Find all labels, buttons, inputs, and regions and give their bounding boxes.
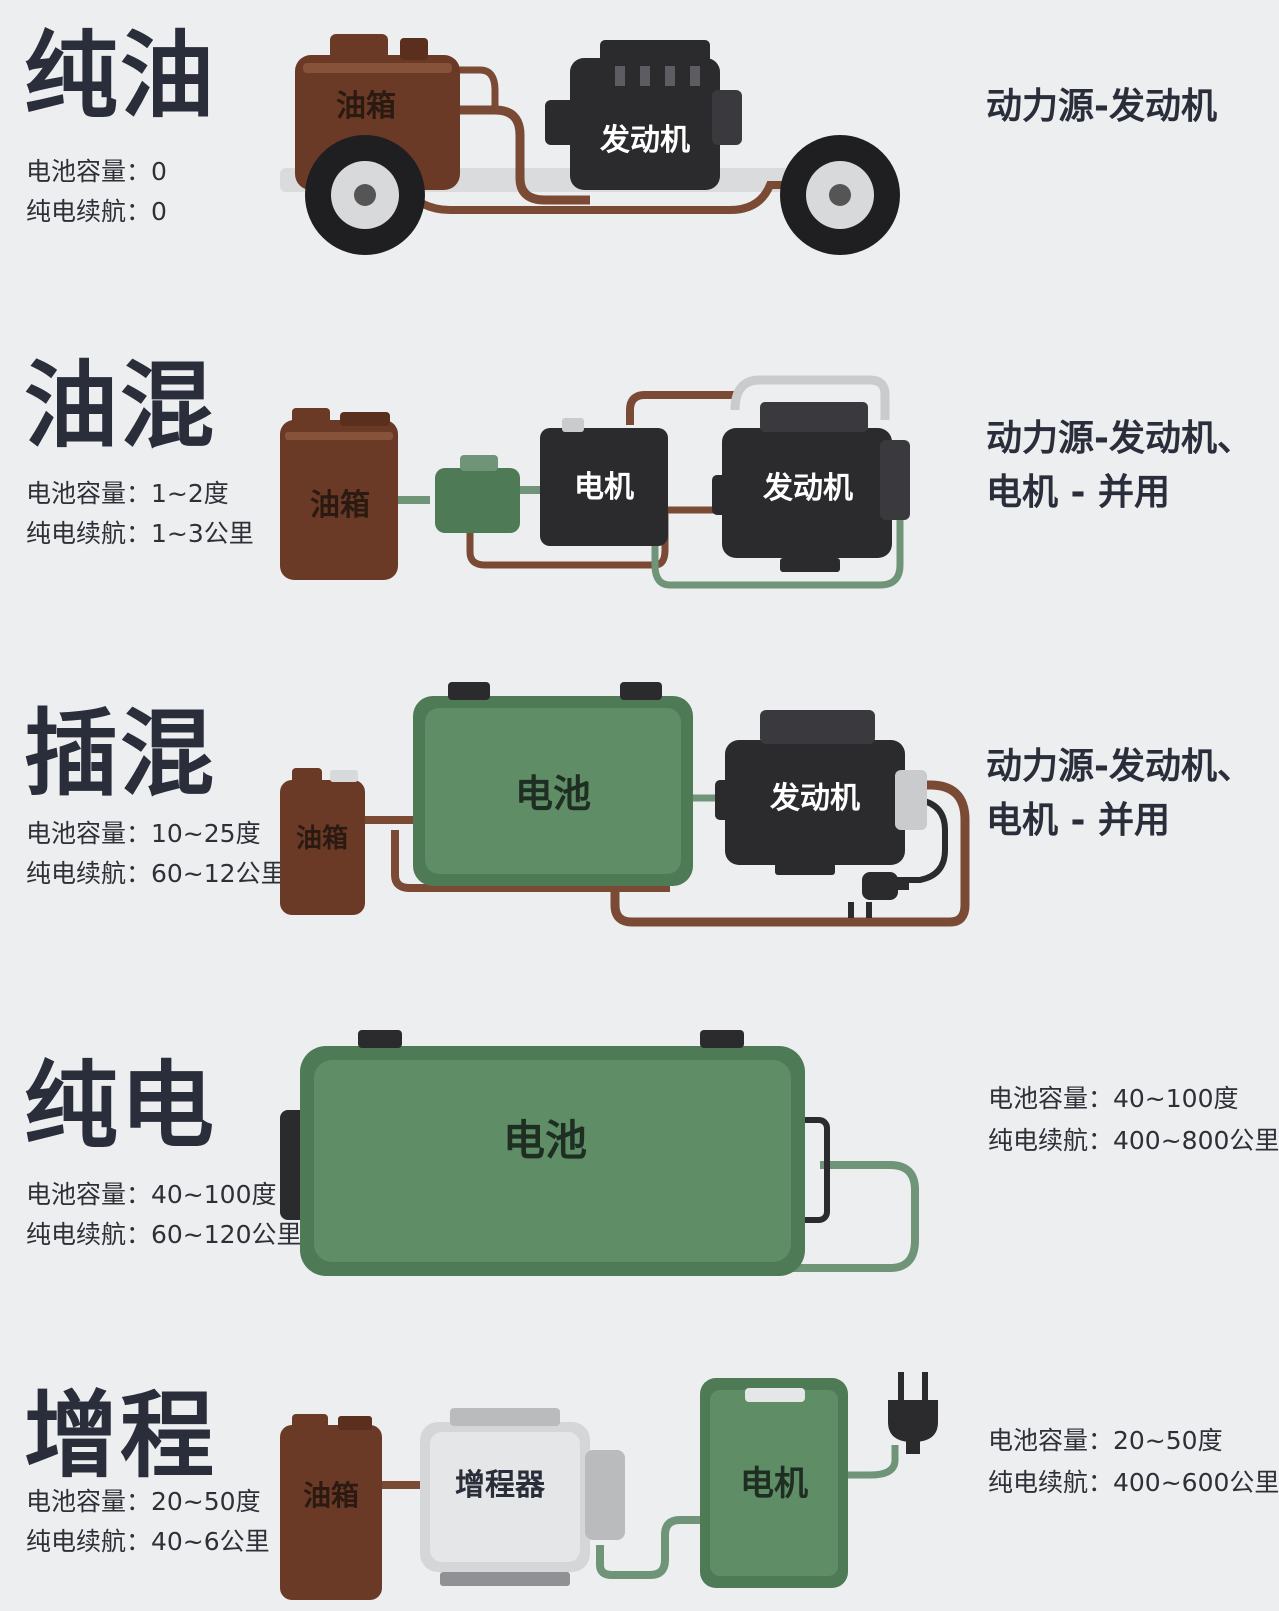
motor-label: 电机 xyxy=(740,1464,808,1504)
battery-icon xyxy=(413,682,693,886)
electric-range: 纯电续航：60~12公里 xyxy=(26,859,286,888)
plug-icon xyxy=(848,872,909,918)
battery-capacity: 电池容量：1~2度 xyxy=(26,479,229,508)
section-hybrid: 油混 电池容量：1~2度 纯电续航：1~3公里 油箱 电机 xyxy=(0,340,1260,620)
engine-label: 发动机 xyxy=(599,123,690,158)
section-title: 插混 xyxy=(24,700,217,809)
hybrid-diagram: 油箱 电机 发动机 xyxy=(280,375,910,589)
engine-icon xyxy=(545,40,742,190)
section-specs: 电池容量：10~25度 纯电续航：60~12公里 xyxy=(26,814,286,894)
side-specs: 电池容量：40~100度 纯电续航：400~800公里 xyxy=(988,1078,1279,1162)
electric-range: 纯电续航：400~800公里 xyxy=(988,1126,1279,1155)
range-extender-icon xyxy=(420,1408,625,1586)
battery-label: 电池 xyxy=(515,772,591,816)
motor-label: 电机 xyxy=(574,470,634,505)
battery-capacity: 电池容量：40~100度 xyxy=(988,1084,1239,1113)
fuel-tank-icon xyxy=(280,768,365,915)
power-source: 动力源-发动机 xyxy=(986,80,1217,134)
electric-range: 纯电续航：400~600公里 xyxy=(988,1468,1279,1497)
section-specs: 电池容量：20~50度 纯电续航：40~6公里 xyxy=(26,1482,270,1562)
section-title: 纯油 xyxy=(24,22,217,131)
section-specs: 电池容量：0 纯电续航：0 xyxy=(26,152,167,232)
section-title: 增程 xyxy=(24,1382,217,1491)
section-title: 纯电 xyxy=(24,1052,217,1161)
engine-icon xyxy=(715,710,927,875)
electric-range: 纯电续航：0 xyxy=(26,197,167,226)
power-source-line: 动力源-发动机、 xyxy=(986,746,1253,787)
section-title: 油混 xyxy=(24,352,217,461)
battery-capacity: 电池容量：40~100度 xyxy=(26,1180,277,1209)
section-specs: 电池容量：40~100度 纯电续航：60~120公里 xyxy=(26,1175,301,1255)
battery-capacity: 电池容量：20~50度 xyxy=(26,1487,261,1516)
motor-icon xyxy=(540,418,668,546)
engine-label: 发动机 xyxy=(762,471,853,506)
power-source: 动力源-发动机、 电机 - 并用 xyxy=(986,412,1253,520)
section-range-extender: 增程 电池容量：20~50度 纯电续航：40~6公里 油箱 增程器 xyxy=(0,1370,1279,1611)
pure-fuel-diagram: 油箱 发动机 xyxy=(280,34,900,255)
battery-label: 电池 xyxy=(503,1116,587,1165)
power-source: 动力源-发动机、 电机 - 并用 xyxy=(986,740,1253,848)
section-specs: 电池容量：1~2度 纯电续航：1~3公里 xyxy=(26,474,254,554)
engine-label: 发动机 xyxy=(769,781,860,816)
power-source-line: 电机 - 并用 xyxy=(986,800,1171,841)
side-specs: 电池容量：20~50度 纯电续航：400~600公里 xyxy=(988,1420,1279,1504)
fuel-tank-icon xyxy=(280,1414,382,1600)
tank-label: 油箱 xyxy=(303,1479,359,1512)
engine-icon xyxy=(712,402,910,572)
section-pure-electric: 纯电 电池容量：40~100度 纯电续航：60~120公里 电池 电池容量：40… xyxy=(0,1030,1279,1320)
range-extender-diagram: 油箱 增程器 电机 xyxy=(280,1372,938,1600)
battery-capacity: 电池容量：20~50度 xyxy=(988,1426,1223,1455)
electric-range: 纯电续航：1~3公里 xyxy=(26,519,254,548)
motor-icon xyxy=(700,1378,848,1588)
plug-icon xyxy=(888,1372,938,1454)
fuel-tank-icon xyxy=(280,408,398,580)
wheel-icon xyxy=(305,135,425,255)
power-source-line: 动力源-发动机 xyxy=(986,86,1217,127)
pure-electric-diagram: 电池 xyxy=(280,1030,919,1276)
power-source-line: 电机 - 并用 xyxy=(986,472,1171,513)
tank-label: 油箱 xyxy=(336,89,396,124)
section-plug-in-hybrid: 插混 电池容量：10~25度 纯电续航：60~12公里 油箱 电池 xyxy=(0,680,1260,980)
converter-icon xyxy=(435,455,520,533)
battery-capacity: 电池容量：10~25度 xyxy=(26,819,261,848)
tank-label: 油箱 xyxy=(296,823,348,854)
power-source-line: 动力源-发动机、 xyxy=(986,418,1253,459)
section-pure-fuel: 纯油 电池容量：0 纯电续航：0 油箱 发动机 xyxy=(0,0,1260,300)
battery-icon xyxy=(280,1030,830,1276)
electric-range: 纯电续航：60~120公里 xyxy=(26,1220,302,1249)
extender-label: 增程器 xyxy=(455,1468,546,1503)
wheel-icon xyxy=(780,135,900,255)
tank-label: 油箱 xyxy=(310,488,370,523)
electric-range: 纯电续航：40~6公里 xyxy=(26,1527,270,1556)
battery-capacity: 电池容量：0 xyxy=(26,157,167,186)
plug-in-hybrid-diagram: 油箱 电池 发动机 xyxy=(280,682,970,927)
